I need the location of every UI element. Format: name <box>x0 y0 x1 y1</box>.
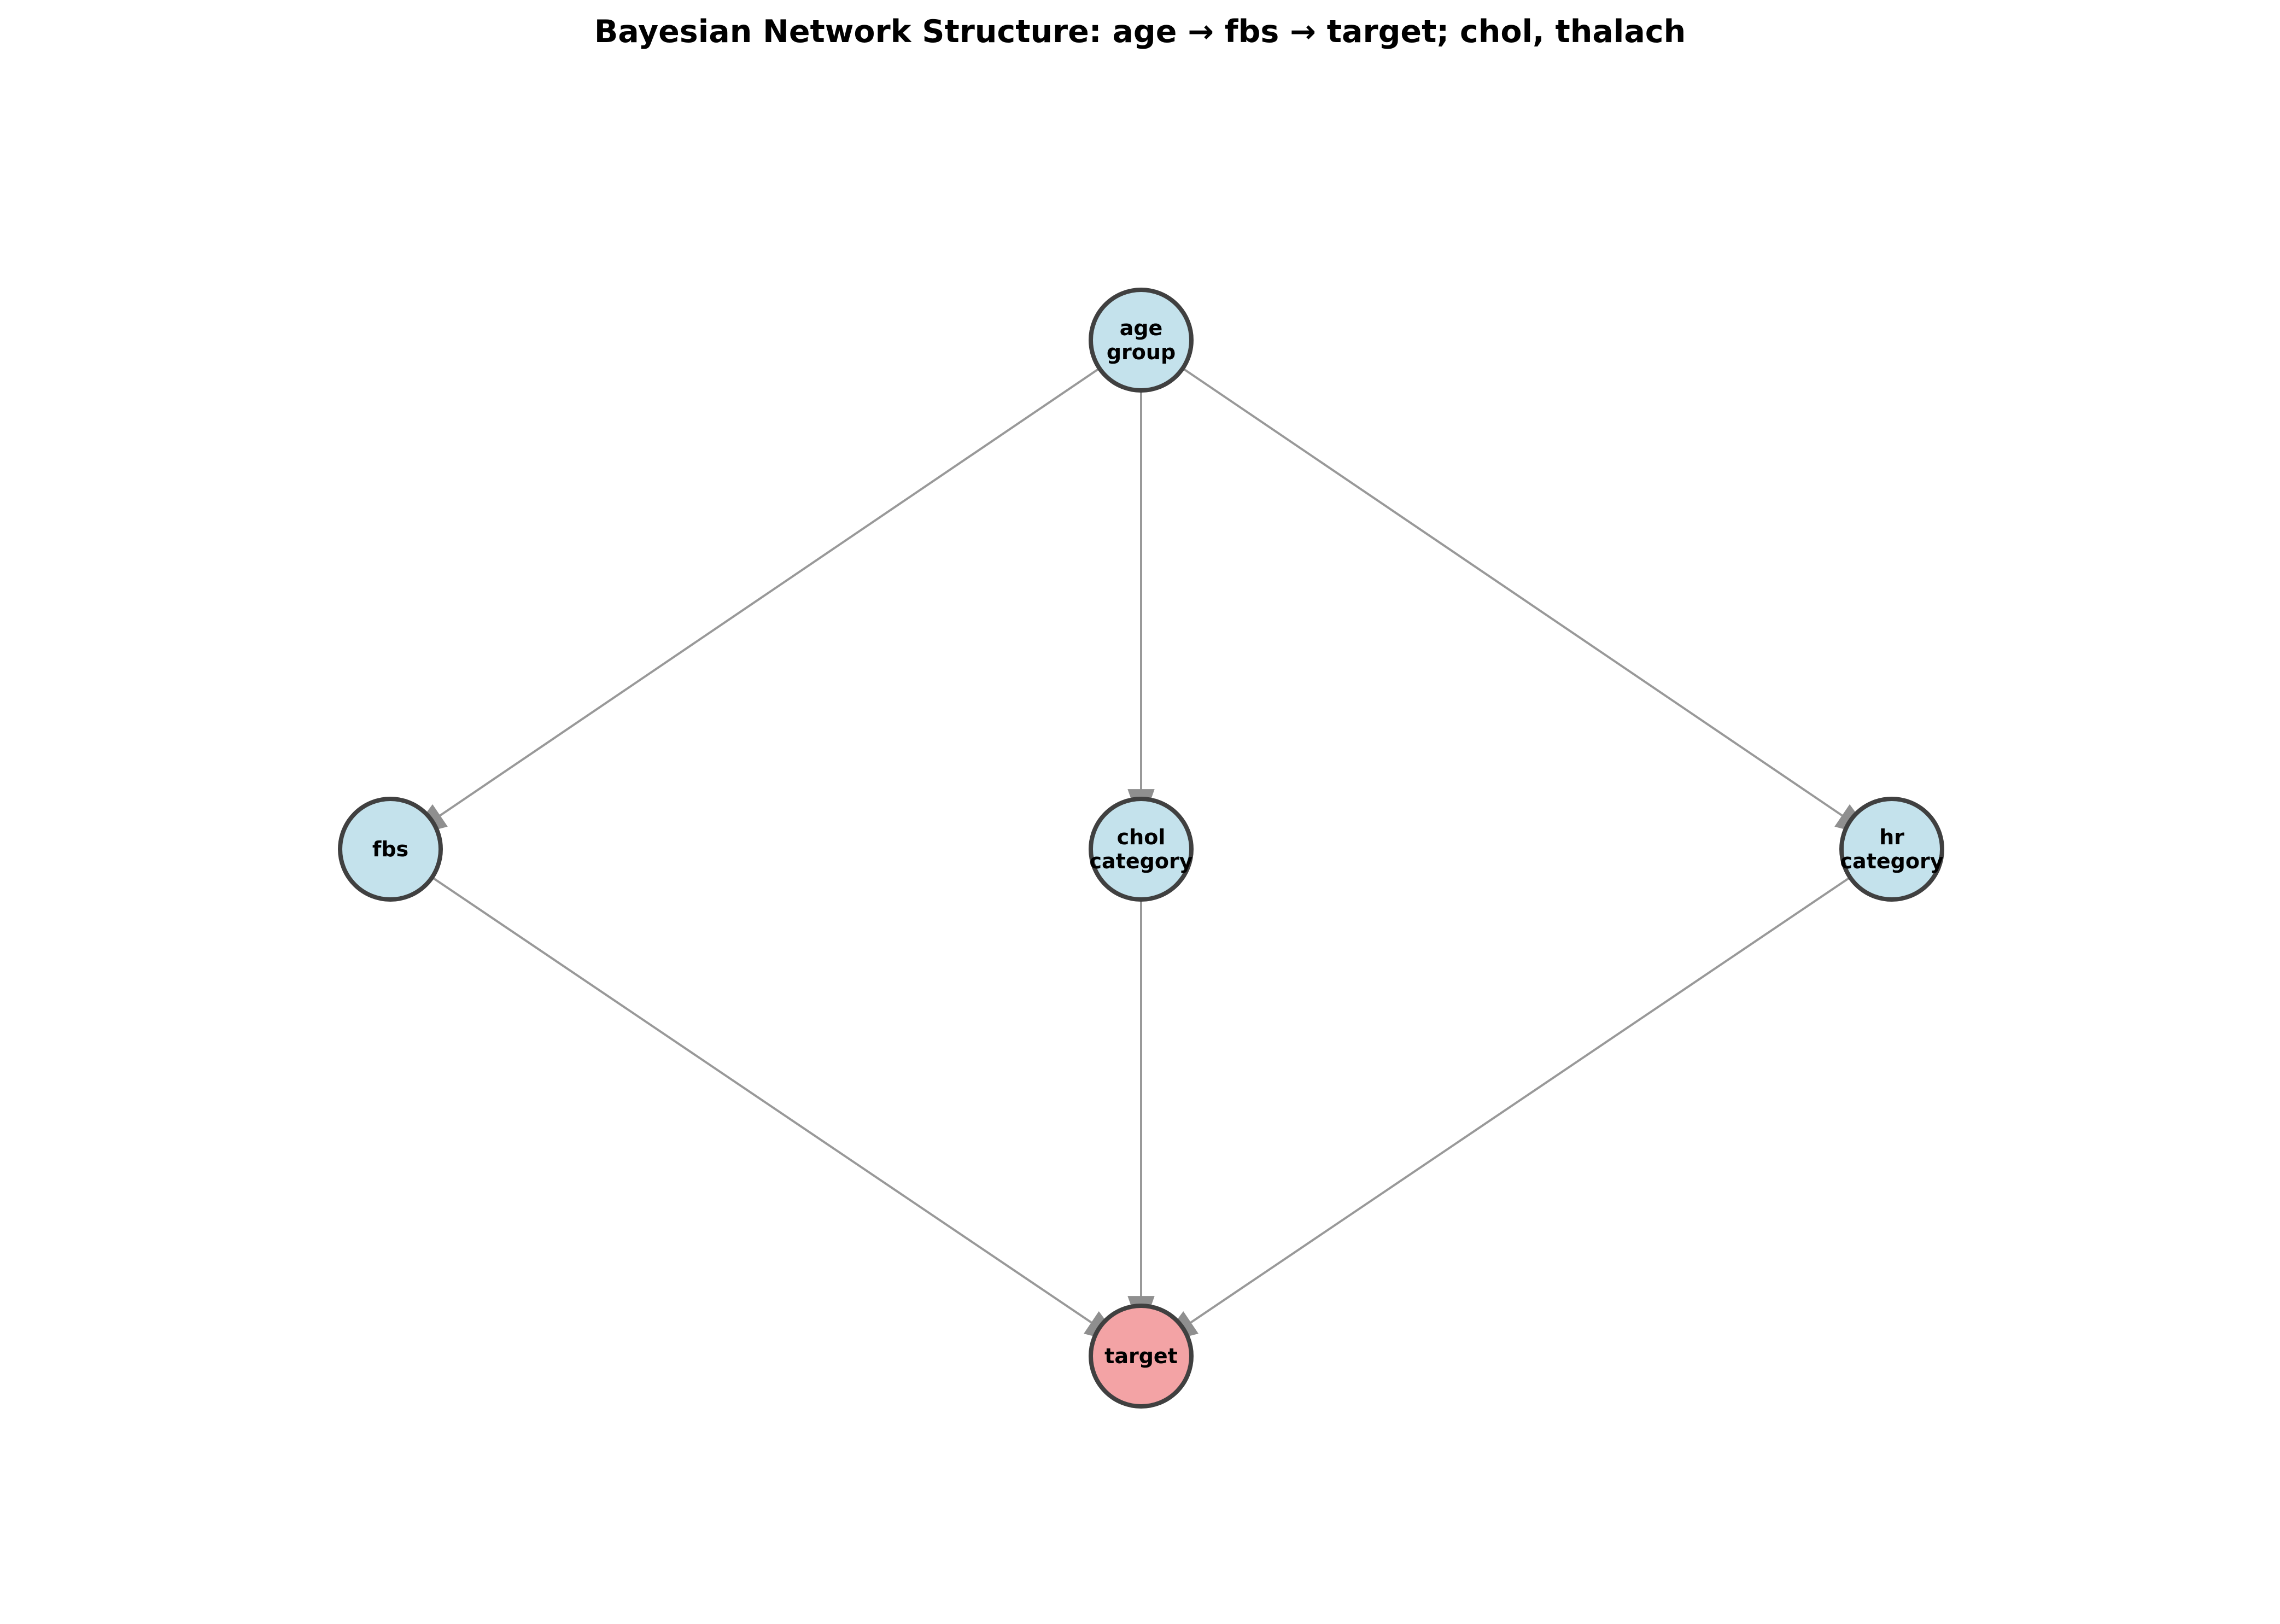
node-fbs: fbs <box>338 797 443 902</box>
edge-age_group-to-fbs <box>431 367 1100 822</box>
edge-hr_category-to-target <box>1182 876 1851 1329</box>
node-circle-hr_category <box>1839 797 1944 902</box>
node-circle-age_group <box>1089 288 1194 393</box>
edges-layer <box>431 367 1851 1329</box>
node-label-fbs-line-0: fbs <box>372 837 408 861</box>
edge-age_group-to-hr_category <box>1182 367 1851 822</box>
edge-fbs-to-target <box>431 876 1100 1329</box>
node-target: target <box>1089 1304 1194 1409</box>
node-circle-chol_category <box>1089 797 1194 902</box>
node-label-hr_category-line-1: category <box>1840 849 1944 873</box>
diagram-title: Bayesian Network Structure: age → fbs → … <box>594 14 1686 50</box>
node-label-age_group-line-1: group <box>1107 340 1176 364</box>
node-label-age_group-line-0: age <box>1120 316 1163 340</box>
node-circle-fbs <box>338 797 443 902</box>
node-label-hr_category-line-0: hr <box>1879 825 1904 849</box>
node-label-target-line-0: target <box>1104 1344 1178 1368</box>
node-label-chol_category-line-1: category <box>1090 849 1193 873</box>
node-circle-target <box>1089 1304 1194 1409</box>
node-label-chol_category-line-0: chol <box>1117 825 1166 849</box>
